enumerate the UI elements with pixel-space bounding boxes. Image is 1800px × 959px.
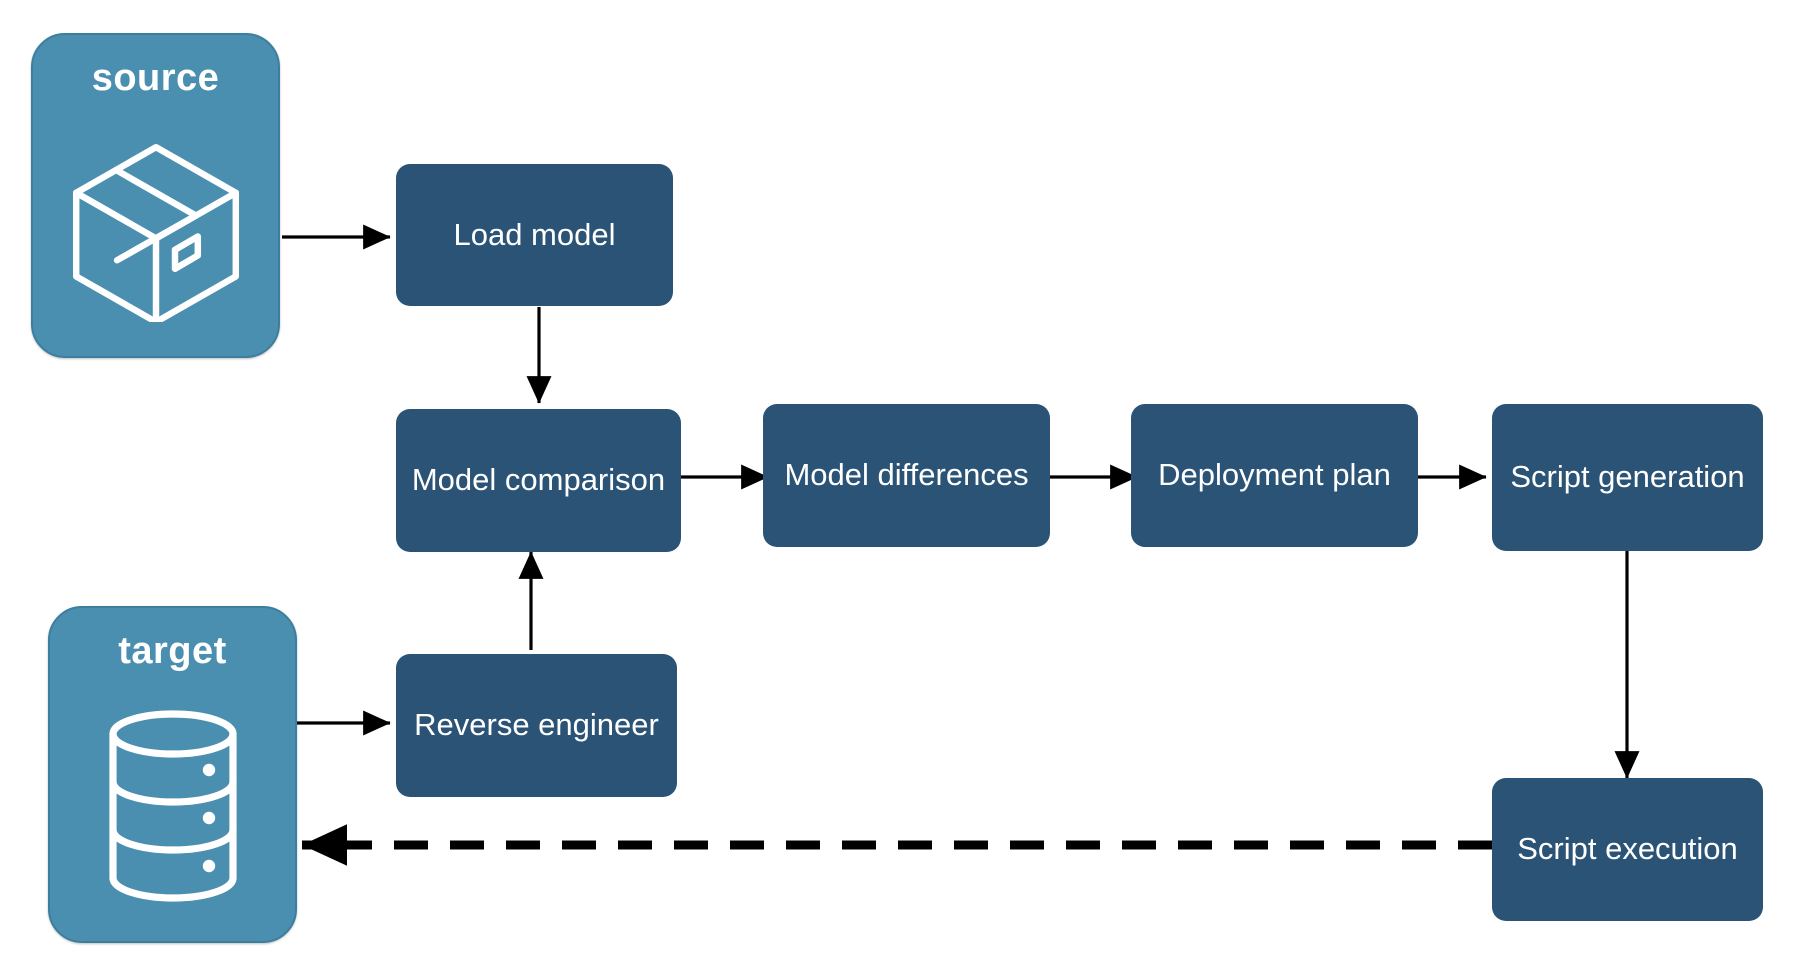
endpoint-source-label: source	[91, 57, 220, 99]
process-script-execution-label: Script execution	[1517, 831, 1738, 867]
process-script-generation-label: Script generation	[1510, 459, 1745, 495]
endpoint-source[interactable]: source	[31, 33, 280, 358]
process-load-model[interactable]: Load model	[396, 164, 673, 306]
process-deployment-plan[interactable]: Deployment plan	[1131, 404, 1418, 547]
process-model-differences[interactable]: Model differences	[763, 404, 1050, 547]
process-reverse-engineer-label: Reverse engineer	[414, 707, 659, 743]
process-script-generation[interactable]: Script generation	[1492, 404, 1763, 551]
endpoint-target-label: target	[118, 630, 227, 672]
process-model-comparison-label: Model comparison	[411, 462, 666, 498]
process-reverse-engineer[interactable]: Reverse engineer	[396, 654, 677, 797]
process-load-model-label: Load model	[453, 216, 616, 252]
process-script-execution[interactable]: Script execution	[1492, 778, 1763, 921]
process-deployment-plan-label: Deployment plan	[1158, 457, 1391, 493]
database-cylinder-icon	[50, 670, 295, 941]
package-box-icon	[33, 97, 278, 356]
process-model-differences-label: Model differences	[784, 457, 1029, 493]
endpoint-target[interactable]: target	[48, 606, 297, 943]
process-model-comparison[interactable]: Model comparison	[396, 409, 681, 552]
